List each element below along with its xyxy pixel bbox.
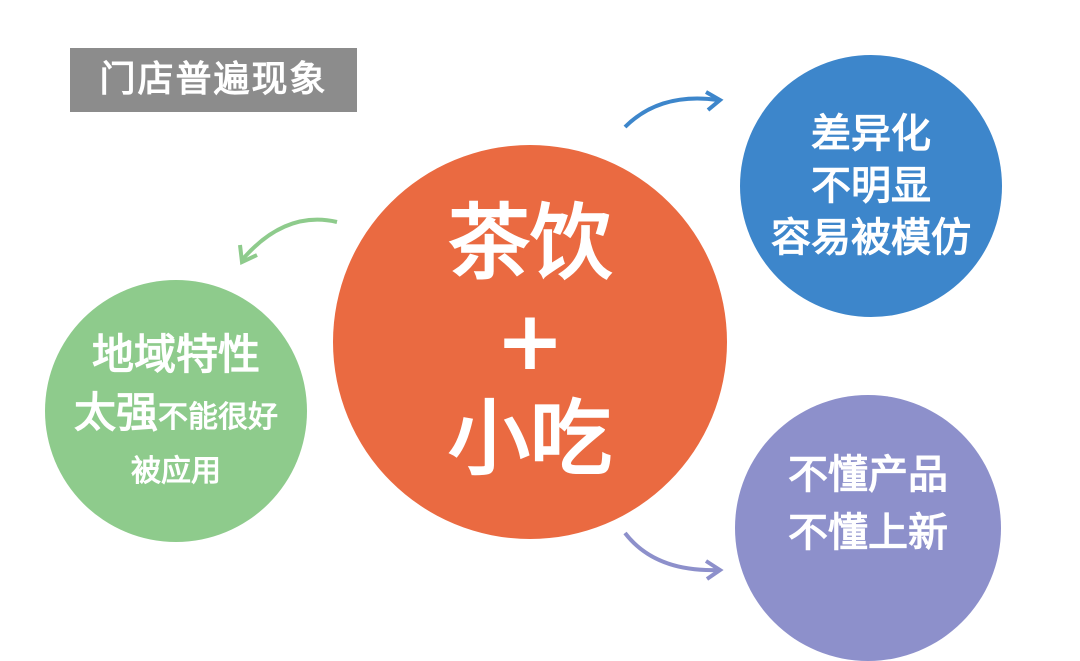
center-plus: + [495, 294, 565, 389]
arrow-to-blue-head [705, 90, 724, 112]
arrow-to-blue [623, 96, 719, 129]
green-line2b: 不能很好 [158, 399, 278, 435]
center-line1: 茶饮 [447, 196, 612, 291]
green-line2a: 太强 [73, 387, 158, 437]
green-line1: 地域特性 [91, 329, 260, 379]
blue-line: 容易被模仿 [771, 215, 971, 261]
arrow-to-purple [623, 531, 719, 573]
blue-line: 差异化 [811, 111, 931, 157]
blue-circle: 差异化 不明显 容易被模仿 [740, 55, 1002, 317]
green-line2: 太强不能很好 [74, 385, 278, 446]
center-line2: 小吃 [447, 392, 612, 487]
arrows [238, 90, 724, 581]
section-label: 门店普遍现象 [70, 48, 357, 112]
center-circle: 茶饮 + 小吃 [333, 145, 727, 539]
purple-line: 不懂产品 [788, 452, 948, 498]
arrow-to-green [240, 217, 338, 262]
arrow-to-green-head [238, 244, 258, 265]
purple-line: 不懂上新 [788, 510, 948, 556]
arrow-to-purple-head [704, 559, 724, 581]
blue-line: 不明显 [811, 163, 931, 209]
green-line3: 被应用 [131, 453, 221, 489]
green-circle: 地域特性 太强不能很好 被应用 [45, 280, 307, 542]
purple-circle: 不懂产品 不懂上新 [735, 395, 1001, 661]
